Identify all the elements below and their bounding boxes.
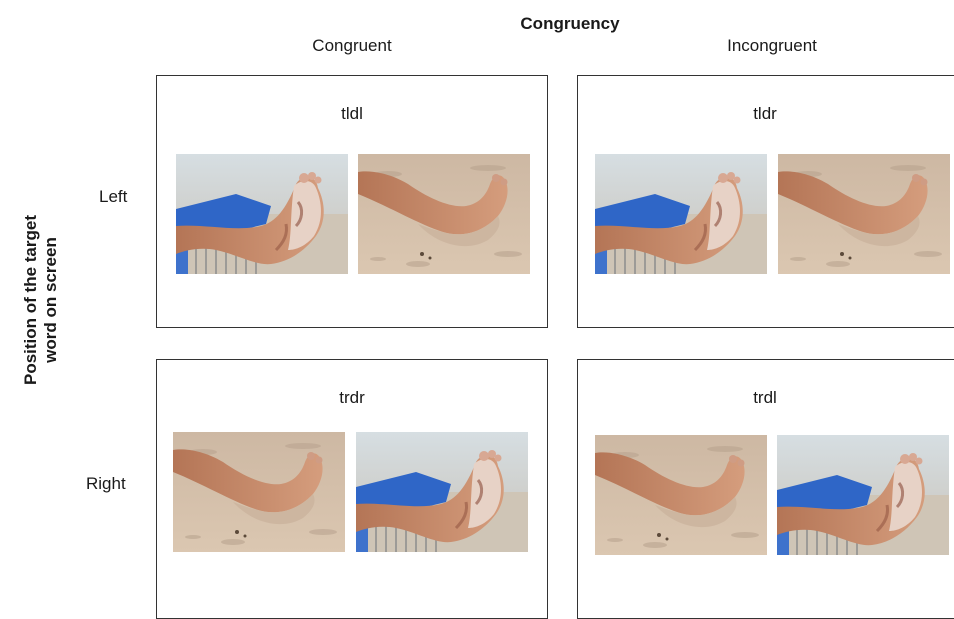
condition-code: trdl	[570, 388, 954, 408]
condition-code: tldl	[157, 104, 547, 124]
condition-panel-tldr: tldr	[577, 75, 954, 328]
foot-in-sand-image	[173, 432, 345, 552]
condition-panel-tldl: tldl	[156, 75, 548, 328]
condition-panel-trdr: trdr	[156, 359, 548, 619]
factor-title: Congruency	[0, 14, 954, 34]
foot-in-sand-image	[778, 154, 950, 274]
condition-panel-trdl: trdl	[577, 359, 954, 619]
foot-on-chair-image	[176, 154, 348, 274]
condition-code: tldr	[570, 104, 954, 124]
y-axis-title: Position of the target word on screen	[6, 140, 76, 460]
column-header-congruent: Congruent	[252, 36, 452, 56]
foot-on-chair-image	[595, 154, 767, 274]
foot-on-chair-image	[777, 435, 949, 555]
row-label-right: Right	[86, 474, 126, 494]
foot-in-sand-image	[595, 435, 767, 555]
foot-in-sand-image	[358, 154, 530, 274]
y-axis-title-line1: Position of the target	[21, 215, 40, 385]
row-label-left: Left	[99, 187, 127, 207]
condition-code: trdr	[157, 388, 547, 408]
column-header-incongruent: Incongruent	[672, 36, 872, 56]
y-axis-title-line2: word on screen	[41, 237, 60, 364]
foot-on-chair-image	[356, 432, 528, 552]
